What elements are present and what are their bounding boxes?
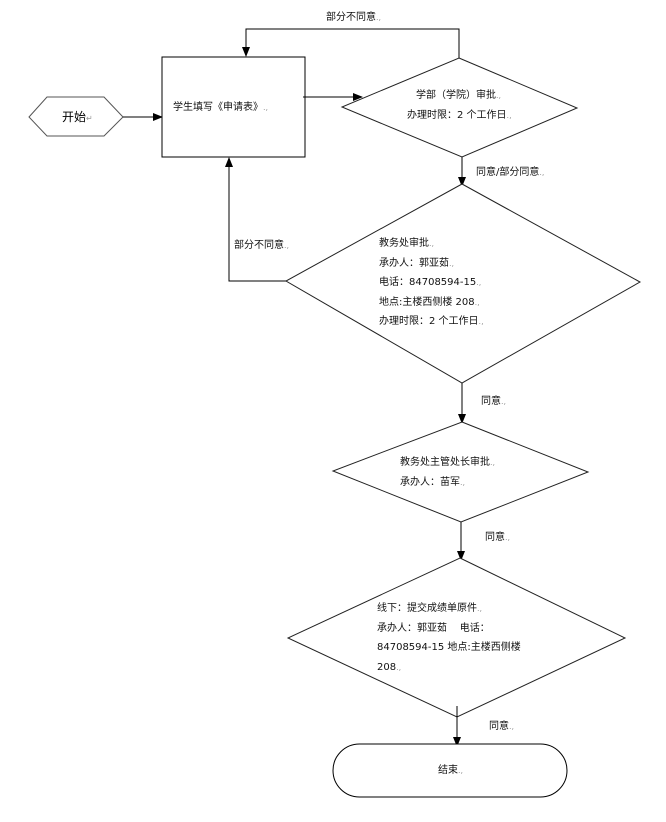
end-terminal-shape [332,743,568,798]
apply-label-text: 学生填写《申请表》 [173,102,263,113]
edge-label-text: 同意 [489,721,509,732]
step4-line: 208 [377,661,397,673]
paragraph-mark: ., [284,241,290,250]
edge-step1-reject [242,28,460,58]
paragraph-mark: ., [396,662,402,672]
edge-label-text: 同意 [481,396,501,407]
edge-label-step2-reject: 部分不同意., [234,240,289,252]
paragraph-mark: ., [449,258,455,268]
step2-line: 教务处审批 [379,238,429,249]
edge-label-step2-approve: 同意., [481,396,506,408]
step3-line: 教务处主管处长审批 [400,457,490,468]
step1-line: 学部（学院）审批 [416,90,496,101]
step2-text: 教务处审批., 承办人：郭亚茹., 电话：84708594-15., 地点:主楼… [379,237,484,335]
paragraph-mark: ., [458,766,464,775]
paragraph-mark: ., [490,458,496,467]
edge-label-text: 同意/部分同意 [476,167,540,178]
paragraph-mark: ., [505,533,511,542]
step4-line: 承办人：郭亚茹 电话： [377,622,490,634]
step4-line: 84708594-15 地点:主楼西侧楼 [377,642,521,653]
step2-line: 承办人：郭亚茹 [379,257,449,269]
edge-label-step4-approve: 同意., [489,721,514,733]
edge-label-step3-approve: 同意., [485,532,510,544]
paragraph-mark: ↵ [86,114,93,123]
edge-label-text: 部分不同意 [326,12,376,23]
paragraph-mark: ., [474,297,480,307]
step4-line: 线下：提交成绩单原件 [377,603,477,614]
step3-text: 教务处主管处长审批., 承办人：苗军., [400,456,495,495]
paragraph-mark: ., [460,477,466,487]
paragraph-mark: ., [478,317,484,326]
step1-text: 学部（学院）审批., 办理时限：2 个工作日., [407,89,512,128]
start-label: 开始↵ [62,110,93,126]
paragraph-mark: ., [477,604,483,613]
start-label-text: 开始 [62,110,87,124]
end-label: 结束., [438,765,463,777]
edge-label-step1-reject: 部分不同意., [326,12,381,24]
end-label-text: 结束 [438,765,458,776]
paragraph-mark: ., [509,722,515,731]
step2-line: 电话：84708594-15 [379,277,477,288]
step2-line: 地点:主楼西侧楼 208 [379,296,475,308]
step4-text: 线下：提交成绩单原件., 承办人：郭亚茹 电话： 84708594-15 地点:… [377,602,521,680]
paragraph-mark: ., [476,278,482,287]
paragraph-mark: ., [376,13,382,22]
paragraph-mark: ., [263,103,269,112]
edge-label-step1-approve: 同意/部分同意., [476,167,544,179]
paragraph-mark: ., [539,168,545,177]
step3-line: 承办人：苗军 [400,476,460,488]
apply-process-box [161,56,306,158]
paragraph-mark: ., [496,91,502,100]
edge-label-text: 部分不同意 [234,240,284,251]
apply-label: 学生填写《申请表》., [173,102,268,114]
step1-line: 办理时限：2 个工作日 [407,109,507,121]
step2-line: 办理时限：2 个工作日 [379,316,479,327]
paragraph-mark: ., [501,397,507,406]
paragraph-mark: ., [429,239,435,248]
paragraph-mark: ., [506,110,512,120]
edge-label-text: 同意 [485,532,505,543]
edge-step2-reject [225,157,286,282]
